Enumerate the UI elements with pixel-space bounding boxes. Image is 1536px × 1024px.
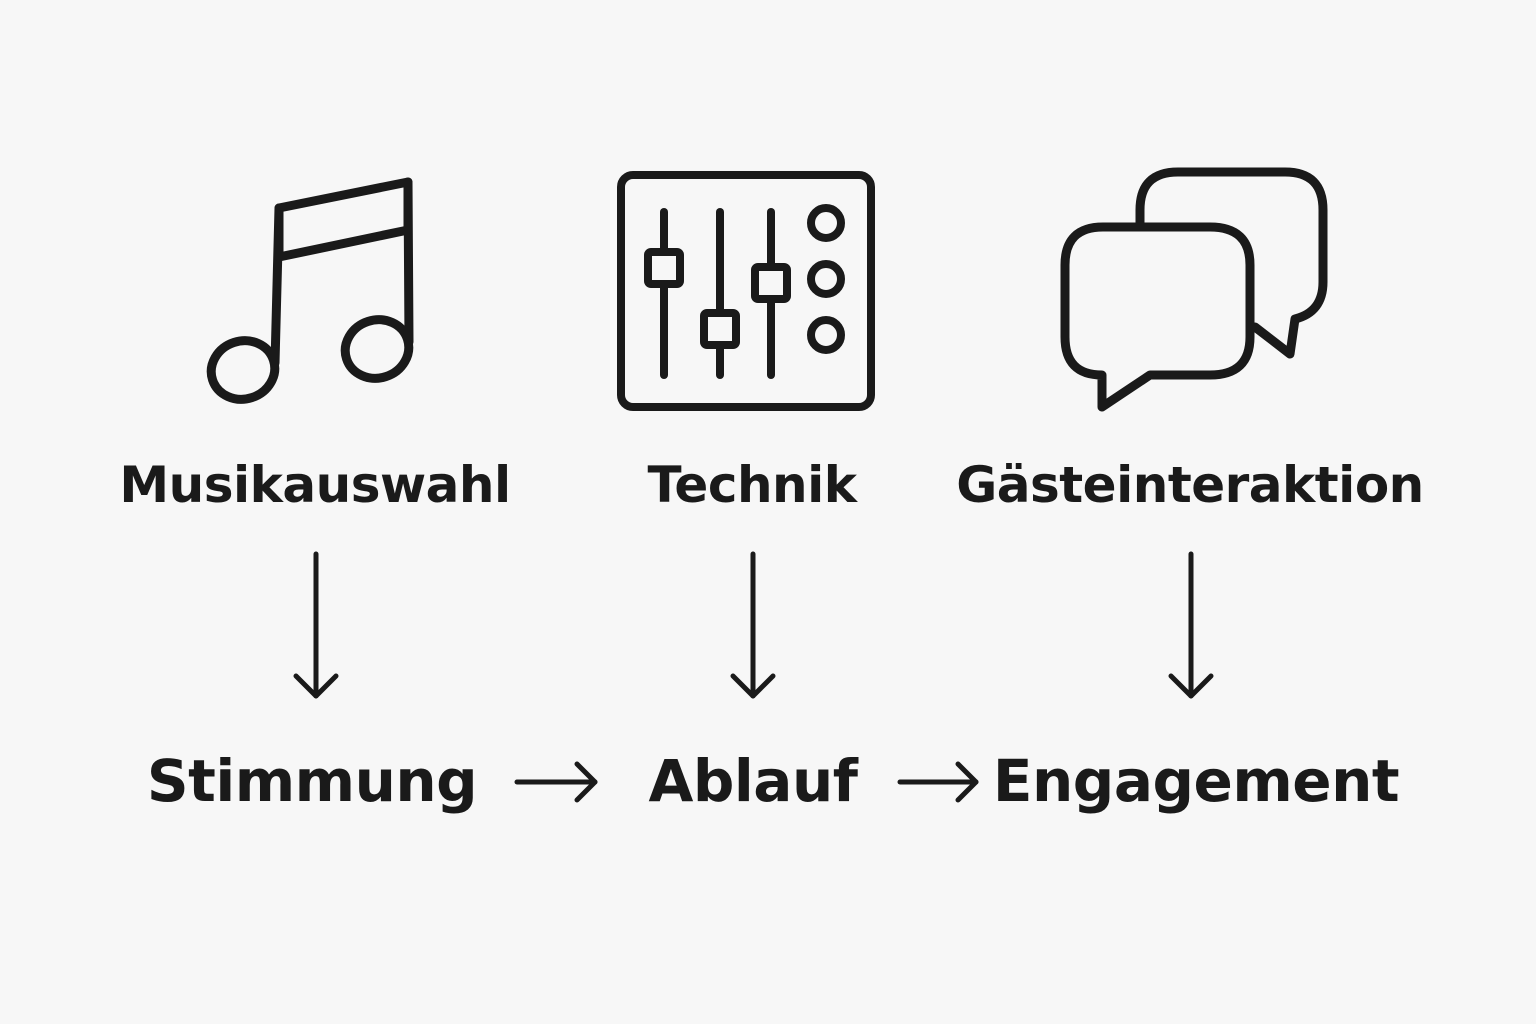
label-gaesteinteraktion: Gästeinteraktion: [956, 456, 1424, 514]
label-engagement: Engagement: [992, 747, 1400, 815]
label-musikauswahl: Musikauswahl: [119, 456, 511, 514]
down-arrow-gaesteinteraktion: [1168, 551, 1214, 700]
right-arrow-ablauf-engagement: [897, 760, 983, 804]
right-arrow-stimmung-ablauf: [514, 760, 600, 804]
label-stimmung: Stimmung: [146, 747, 478, 815]
chat-bubbles-icon: [1060, 167, 1335, 417]
label-technik: Technik: [647, 456, 857, 514]
label-ablauf: Ablauf: [648, 747, 858, 815]
mixer-sliders-icon: [617, 171, 875, 411]
down-arrow-technik: [730, 551, 776, 700]
music-note-icon: [205, 175, 420, 410]
down-arrow-musikauswahl: [293, 551, 339, 700]
